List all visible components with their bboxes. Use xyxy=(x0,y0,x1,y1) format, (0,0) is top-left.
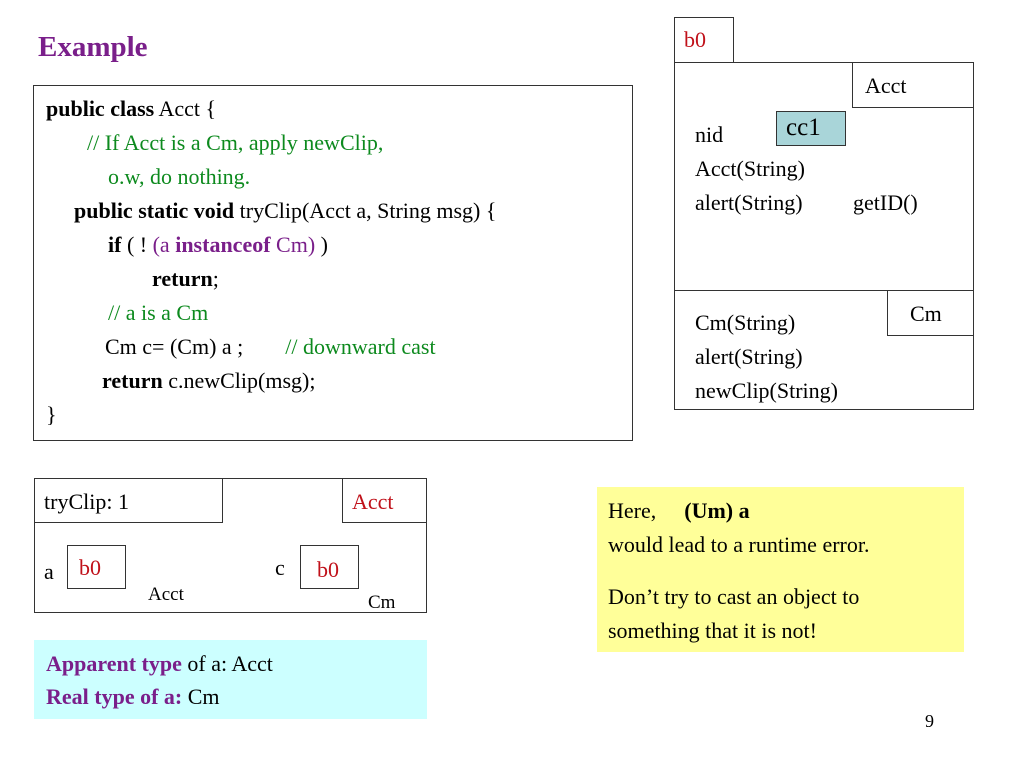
code-line-3: o.w, do nothing. xyxy=(108,164,251,189)
frame-class: Acct xyxy=(352,489,394,514)
code-line-2: // If Acct is a Cm, apply newClip, xyxy=(87,130,384,155)
var-c-type: Cm xyxy=(368,592,396,613)
type-summary-note: Apparent type of a: Acct Real type of a:… xyxy=(34,640,427,719)
frame-name: tryClip: 1 xyxy=(44,489,129,514)
field-nid-name: nid xyxy=(695,122,724,147)
var-a-name: a xyxy=(44,559,54,584)
cm-partition-label: Cm xyxy=(887,290,974,336)
code-line-1: public class Acct { xyxy=(46,96,217,121)
object-id-tab: b0 xyxy=(674,17,734,63)
slide-title: Example xyxy=(38,31,148,63)
code-line-10: } xyxy=(46,402,57,427)
code-line-9: return c.newClip(msg); xyxy=(102,368,316,393)
var-c-value-box: b0 xyxy=(300,545,359,589)
method-cm-newclip: newClip(String) xyxy=(695,378,838,403)
frame-name-box: tryClip: 1 xyxy=(34,478,223,523)
object-id: b0 xyxy=(684,27,706,52)
method-cm-alert: alert(String) xyxy=(695,344,803,369)
code-line-6: return; xyxy=(152,266,219,291)
method-acct-alert: alert(String) xyxy=(695,190,803,215)
note-line-4: something that it is not! xyxy=(608,618,817,643)
field-nid-value: cc1 xyxy=(776,111,846,146)
var-c-value: b0 xyxy=(317,557,339,582)
var-a-value: b0 xyxy=(79,555,101,580)
method-acct-getid: getID() xyxy=(853,190,918,215)
page-number: 9 xyxy=(925,711,934,731)
apparent-type-line: Apparent type of a: Acct xyxy=(46,651,273,676)
frame-class-box: Acct xyxy=(342,478,427,523)
code-listing: public class Acct { // If Acct is a Cm, … xyxy=(33,85,633,441)
code-line-4: public static void tryClip(Acct a, Strin… xyxy=(74,198,497,223)
method-cm-constructor: Cm(String) xyxy=(695,310,796,335)
var-a-type: Acct xyxy=(148,584,184,605)
method-acct-constructor: Acct(String) xyxy=(695,156,805,181)
note-line-3: Don’t try to cast an object to xyxy=(608,584,860,609)
code-line-7: // a is a Cm xyxy=(108,300,209,325)
var-a-value-box: b0 xyxy=(67,545,126,589)
runtime-error-note: Here,(Um) a would lead to a runtime erro… xyxy=(597,487,964,652)
code-line-8: Cm c= (Cm) a ;// downward cast xyxy=(105,334,436,359)
acct-partition-label: Acct xyxy=(852,62,974,108)
note-line-1: Here,(Um) a xyxy=(608,498,750,523)
real-type-line: Real type of a: Cm xyxy=(46,684,220,709)
var-c-name: c xyxy=(275,555,285,580)
object-partition-divider xyxy=(674,290,974,291)
code-line-5: if ( ! (a instanceof Cm) ) xyxy=(108,232,328,257)
note-line-2: would lead to a runtime error. xyxy=(608,532,870,557)
